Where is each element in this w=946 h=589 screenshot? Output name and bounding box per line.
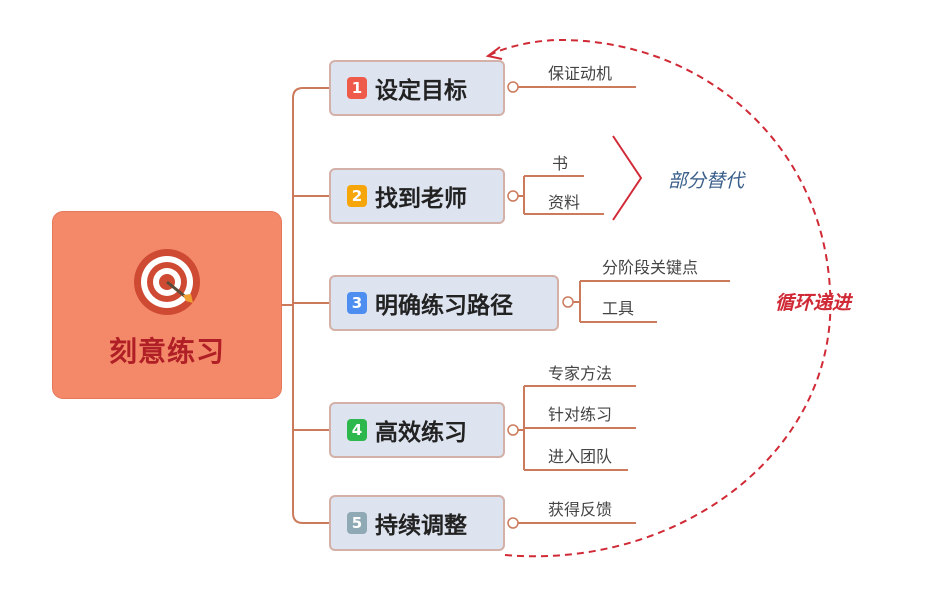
root-title: 刻意练习	[108, 335, 225, 368]
branch-node-1[interactable]: 1 设定目标	[329, 60, 505, 116]
branch-number-2: 2	[347, 185, 367, 207]
leaf-item[interactable]: 资料	[548, 193, 581, 212]
branch-number-5: 5	[347, 512, 367, 534]
branch-label-2: 找到老师	[375, 186, 467, 212]
leaf-item[interactable]: 书	[552, 154, 569, 173]
partial-replace-bracket	[612, 135, 643, 221]
partial-replace-label: 部分替代	[668, 170, 745, 192]
collapse-toggle-3[interactable]	[562, 296, 574, 308]
branch-label-3: 明确练习路径	[375, 293, 513, 319]
root-node[interactable]: 刻意练习	[53, 212, 281, 398]
leaf-item[interactable]: 获得反馈	[548, 500, 613, 519]
collapse-toggle-4[interactable]	[507, 424, 519, 436]
leaf-item[interactable]: 分阶段关键点	[602, 258, 699, 277]
leaf-item[interactable]: 进入团队	[548, 447, 613, 466]
collapse-toggle-5[interactable]	[507, 517, 519, 529]
branch-number-3: 3	[347, 292, 367, 314]
cycle-label: 循环递进	[775, 292, 852, 314]
collapse-toggle-1[interactable]	[507, 81, 519, 93]
leaf-item[interactable]: 保证动机	[548, 64, 613, 83]
cycle-arc	[489, 38, 832, 558]
branch-number-4: 4	[347, 419, 367, 441]
leaf-connector-3	[573, 280, 730, 323]
leaf-item[interactable]: 针对练习	[548, 405, 613, 424]
branch-label-4: 高效练习	[375, 420, 467, 446]
branch-label-1: 设定目标	[375, 78, 467, 104]
branch-label-5: 持续调整	[375, 513, 467, 539]
branch-node-5[interactable]: 5 持续调整	[329, 495, 505, 551]
branch-node-2[interactable]: 2 找到老师	[329, 168, 505, 224]
trunk-connector	[292, 87, 329, 524]
leaf-item[interactable]: 专家方法	[548, 364, 613, 383]
leaf-connector-4	[518, 385, 636, 471]
leaf-item[interactable]: 工具	[602, 299, 635, 318]
branch-node-4[interactable]: 4 高效练习	[329, 402, 505, 458]
branch-number-1: 1	[347, 77, 367, 99]
cycle-arrowhead	[485, 46, 503, 60]
leaf-connector-2	[518, 175, 604, 215]
collapse-toggle-2[interactable]	[507, 190, 519, 202]
branch-node-3[interactable]: 3 明确练习路径	[329, 275, 559, 331]
target-with-arrow-icon	[134, 249, 200, 315]
